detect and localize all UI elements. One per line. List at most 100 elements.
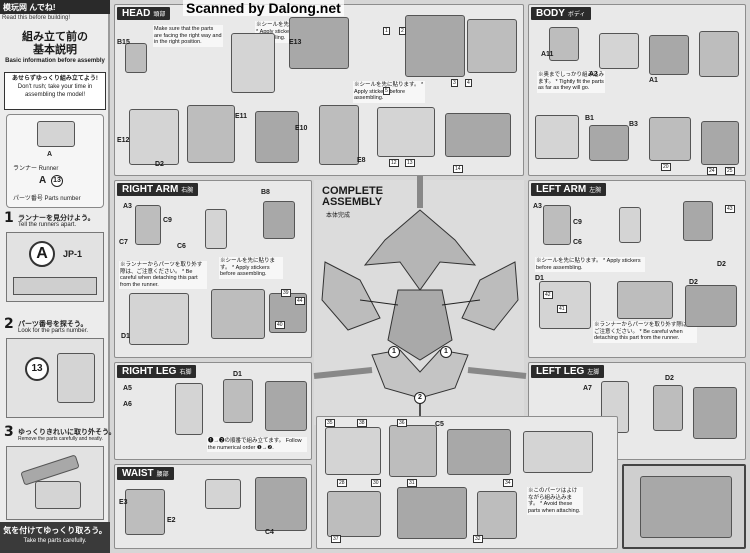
label-a3-ra: A3 (123, 203, 132, 210)
label-d2b-la: D2 (717, 261, 726, 268)
step-badge-1b: 1 (440, 346, 452, 358)
arrow-left-leg (467, 367, 527, 379)
label-d1-ra: D1 (121, 333, 130, 340)
head-title-jp: 頭部 (153, 12, 166, 18)
runner-frame-image: A JP-1 (6, 232, 104, 302)
head-part-b15 (125, 43, 147, 73)
head-sticker-5: 5 (383, 87, 390, 95)
step-1-number: 1 (4, 210, 14, 226)
step-2-jp: パーツ番号を探そう。 (18, 321, 88, 328)
complete-line2: ASSEMBLY (322, 196, 383, 208)
right-arm-upper (135, 205, 161, 245)
right-arm-wing-2 (211, 289, 265, 339)
label-a3: A3 (589, 71, 598, 78)
basic-info-en: Basic information before assembly (5, 58, 105, 64)
label-c6-ra: C6 (177, 243, 186, 250)
nipper-image (6, 446, 104, 520)
brand-bar: 模玩网 んでね! (0, 0, 110, 14)
label-d2-ll: D2 (665, 375, 674, 382)
left-arm-upper (543, 205, 571, 245)
skirt-assembly-panel: C5 35 38 36 28 30 31 34 37 32 ※このパーツはよけな… (316, 416, 618, 549)
careful-banner: 気を付けてゆっくり取ろう。 Take the parts carefully. (0, 522, 110, 553)
runner-letter: A (47, 151, 53, 158)
label-c9-ra: C9 (163, 217, 172, 224)
head-helmet-3 (255, 111, 299, 163)
label-a3-la: A3 (533, 203, 542, 210)
head-title: HEAD (122, 8, 151, 19)
head-helmet-1 (129, 109, 179, 165)
arrow-right-arm (359, 299, 399, 306)
label-e13: E13 (289, 39, 302, 46)
arrow-right-leg (313, 367, 373, 379)
body-finished (701, 121, 739, 165)
body-chest-b2 (649, 117, 691, 161)
body-shape (387, 289, 453, 361)
complete-assembly-title: COMPLETE ASSEMBLY (322, 186, 383, 208)
head-horn-left (319, 105, 359, 165)
right-arm-runner-note: ※ランナーからパーツを取り外す際は、ご注意ください。 * Be careful … (119, 261, 207, 289)
brand-logo: 模玩网 (3, 3, 27, 12)
body-title: BODY (536, 8, 565, 19)
skirt-sticker-32: 32 (473, 535, 483, 543)
label-d2: D2 (155, 161, 164, 168)
right-arm-sticker-note: ※シールを先に貼ります。 * Apply stickers before ass… (219, 257, 283, 279)
careful-en: Take the parts carefully. (23, 538, 87, 544)
scan-watermark: Scanned by Dalong.net (183, 0, 344, 16)
step-3-en: Remove the parts carefully and neatly. (18, 436, 103, 442)
head-crest-center (405, 15, 465, 77)
label-a5-rl: A5 (123, 385, 132, 392)
waist-shape (371, 349, 469, 399)
label-c7-ra: C7 (119, 239, 128, 246)
body-part-a11 (549, 27, 579, 61)
head-crest-right (467, 19, 517, 73)
left-leg-finished (693, 387, 737, 439)
left-arm-wing-2 (617, 281, 673, 319)
skirt-part-6 (397, 487, 467, 539)
label-e10: E10 (295, 125, 308, 132)
left-arm-sticker-41: 41 (557, 305, 567, 313)
runner-letter-large: A (39, 175, 47, 186)
runner-code: JP-1 (63, 249, 83, 259)
body-chest-b1 (589, 125, 629, 161)
right-leg-finished (265, 381, 307, 431)
body-part-a10 (599, 33, 639, 69)
complete-line1: COMPLETE (322, 185, 384, 197)
step-badge-1: 1 (388, 346, 400, 358)
arrow-left-arm (441, 299, 481, 306)
right-arm-wing-1 (129, 293, 189, 345)
body-tighten-note: ※奥までしっかり組み込みます。 * Tightly fit the parts … (537, 71, 605, 93)
label-e3: E3 (119, 499, 128, 506)
head-sticker-4: 4 (465, 79, 472, 87)
left-arm-runner-note: ※ランナーからパーツを取り外す際は、ご注意ください。 * Be careful … (593, 321, 697, 343)
tip-en: Don't rush; take your time in assembling… (17, 84, 93, 98)
right-leg-order-note: ❶→❷の順番で組み立てます。 Follow the numerical orde… (207, 437, 307, 452)
left-arm-wing-1 (539, 281, 591, 329)
right-leg-thigh (223, 379, 253, 423)
left-arm-title-jp: 左腕 (589, 188, 602, 194)
finished-view-panel (622, 464, 746, 549)
basic-title: 組み立て前の 基本説明 (0, 30, 110, 56)
label-a1: A1 (649, 77, 658, 84)
left-arm-sticker-note: ※シールを先に貼ります。 * Apply stickers before ass… (535, 257, 645, 272)
label-e2: E2 (167, 517, 176, 524)
complete-assembly-jp: 本体完成 (326, 213, 351, 219)
skirt-sticker-31: 31 (407, 479, 417, 487)
part-number-badge: 13 (51, 175, 63, 187)
tip-box: あせらずゆっくり組み立てよう! Don't rush; take your ti… (4, 72, 106, 110)
label-a7-ll: A7 (583, 385, 592, 392)
runner-label: ランナー Runner (13, 166, 59, 172)
skirt-sticker-30: 30 (371, 479, 381, 487)
skirt-avoid-note: ※このパーツはよけながら組み込みます。 * Avoid these parts … (527, 487, 583, 515)
head-sticker-1: 1 (383, 27, 390, 35)
skirt-part-2 (389, 425, 437, 477)
label-c6-la: C6 (573, 239, 582, 246)
basic-info-column: 模玩网 んでね! Read this before building! 組み立て… (0, 0, 116, 553)
step-badge-2: 2 (414, 392, 426, 404)
head-finished-shape (363, 209, 477, 291)
careful-jp: 気を付けてゆっくり取ろう。 (3, 526, 107, 535)
